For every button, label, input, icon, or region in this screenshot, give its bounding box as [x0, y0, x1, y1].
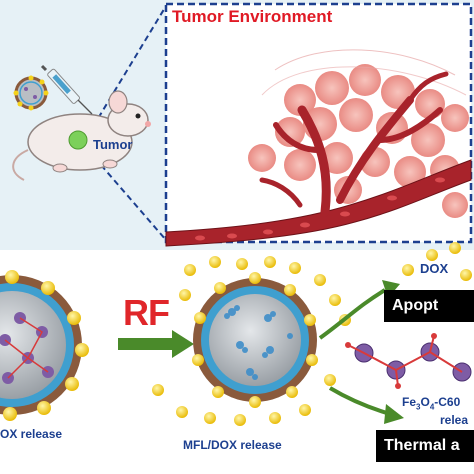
apoptosis-box	[384, 290, 474, 322]
apoptosis-label: Apopt	[392, 297, 439, 314]
rf-label: RF	[123, 292, 170, 333]
tissue-outline-2	[261, 66, 467, 96]
thermal-label: Thermal a	[384, 437, 460, 454]
nanoparticle-left	[0, 270, 89, 421]
mfl-dox-release-label: MFL/DOX release	[183, 438, 282, 452]
rf-arrow	[118, 330, 194, 358]
release-label-right: relea	[440, 413, 469, 427]
tissue-outline	[274, 49, 456, 76]
fe3o4-c60-molecules	[345, 333, 472, 389]
blood-vessel	[165, 71, 472, 247]
syringe-icon	[40, 64, 93, 115]
nanoparticle-center	[192, 272, 318, 408]
tumor-environment-title: Tumor Environment	[172, 7, 333, 26]
outcome-arrows	[318, 280, 404, 424]
nanoparticle-small-icon	[13, 75, 49, 111]
tumor-cell-cluster	[248, 64, 469, 218]
zoom-line-top	[87, 5, 167, 136]
thermal-box	[376, 430, 474, 462]
dox-label: DOX	[420, 261, 449, 276]
dox-release-left-label: OX release	[0, 427, 63, 441]
fe3o4-c60-label: Fe3O4-C60	[402, 395, 461, 412]
tumor-label: Tumor	[93, 137, 133, 152]
released-particles	[152, 242, 472, 426]
tumor-dot	[68, 130, 88, 150]
